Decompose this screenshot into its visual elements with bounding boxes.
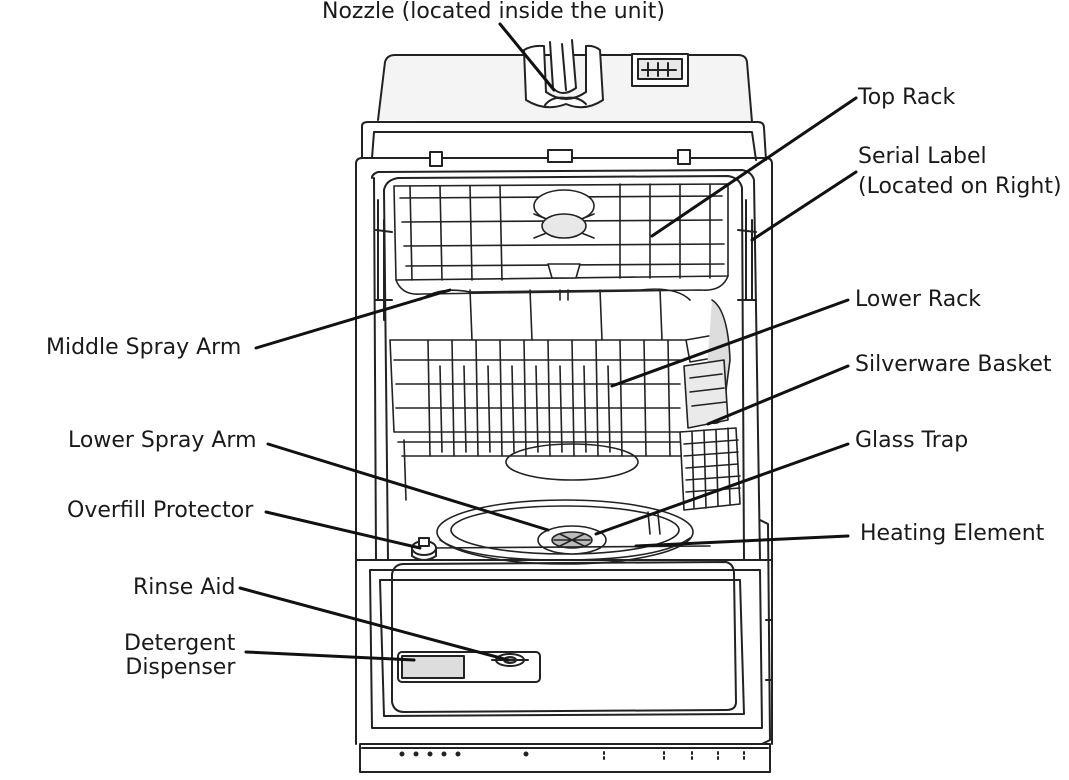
label-serial-label-line2: (Located on Right) <box>858 174 1062 199</box>
leader-serial-label <box>750 170 858 242</box>
label-serial-label-line1: Serial Label <box>858 144 987 169</box>
label-silverware-basket: Silverware Basket <box>855 352 1052 377</box>
label-rinse-aid: Rinse Aid <box>133 575 236 600</box>
label-detergent-line1: Detergent <box>124 631 236 656</box>
leader-detergent-dispenser <box>244 650 416 662</box>
label-nozzle: Nozzle (located inside the unit) <box>322 0 665 24</box>
lower-rack <box>389 289 693 501</box>
overfill-protector-part <box>411 537 437 561</box>
leader-lines <box>238 22 858 662</box>
leader-silverware-basket <box>706 364 850 426</box>
nozzle-part <box>523 39 604 109</box>
label-middle-spray-arm: Middle Spray Arm <box>46 335 242 360</box>
leader-overfill-protector <box>264 510 422 550</box>
leader-lower-spray-arm <box>266 442 550 532</box>
label-top-rack: Top Rack <box>858 85 956 110</box>
label-lower-spray-arm: Lower Spray Arm <box>68 428 257 453</box>
leader-heating-element <box>634 534 850 548</box>
leader-lower-rack <box>610 298 850 388</box>
label-serial-label: Serial Label (Located on Right) <box>858 142 1062 202</box>
leader-nozzle <box>498 22 556 92</box>
label-detergent-line2: Dispenser <box>125 655 236 680</box>
leader-middle-spray-arm <box>254 288 452 350</box>
leader-glass-trap <box>594 442 850 536</box>
tub-floor <box>429 443 711 565</box>
leader-rinse-aid <box>238 586 510 662</box>
silverware-basket <box>679 299 741 511</box>
door <box>355 519 773 773</box>
top-rack <box>393 183 729 301</box>
tub-frame <box>355 149 773 745</box>
label-overfill-protector: Overfill Protector <box>67 498 254 523</box>
leader-top-rack <box>650 96 858 238</box>
control-module <box>631 53 689 87</box>
label-lower-rack: Lower Rack <box>855 287 982 312</box>
label-glass-trap: Glass Trap <box>855 428 969 453</box>
label-heating-element: Heating Element <box>860 521 1045 546</box>
label-detergent-dispenser: Detergent Dispenser <box>124 632 235 680</box>
